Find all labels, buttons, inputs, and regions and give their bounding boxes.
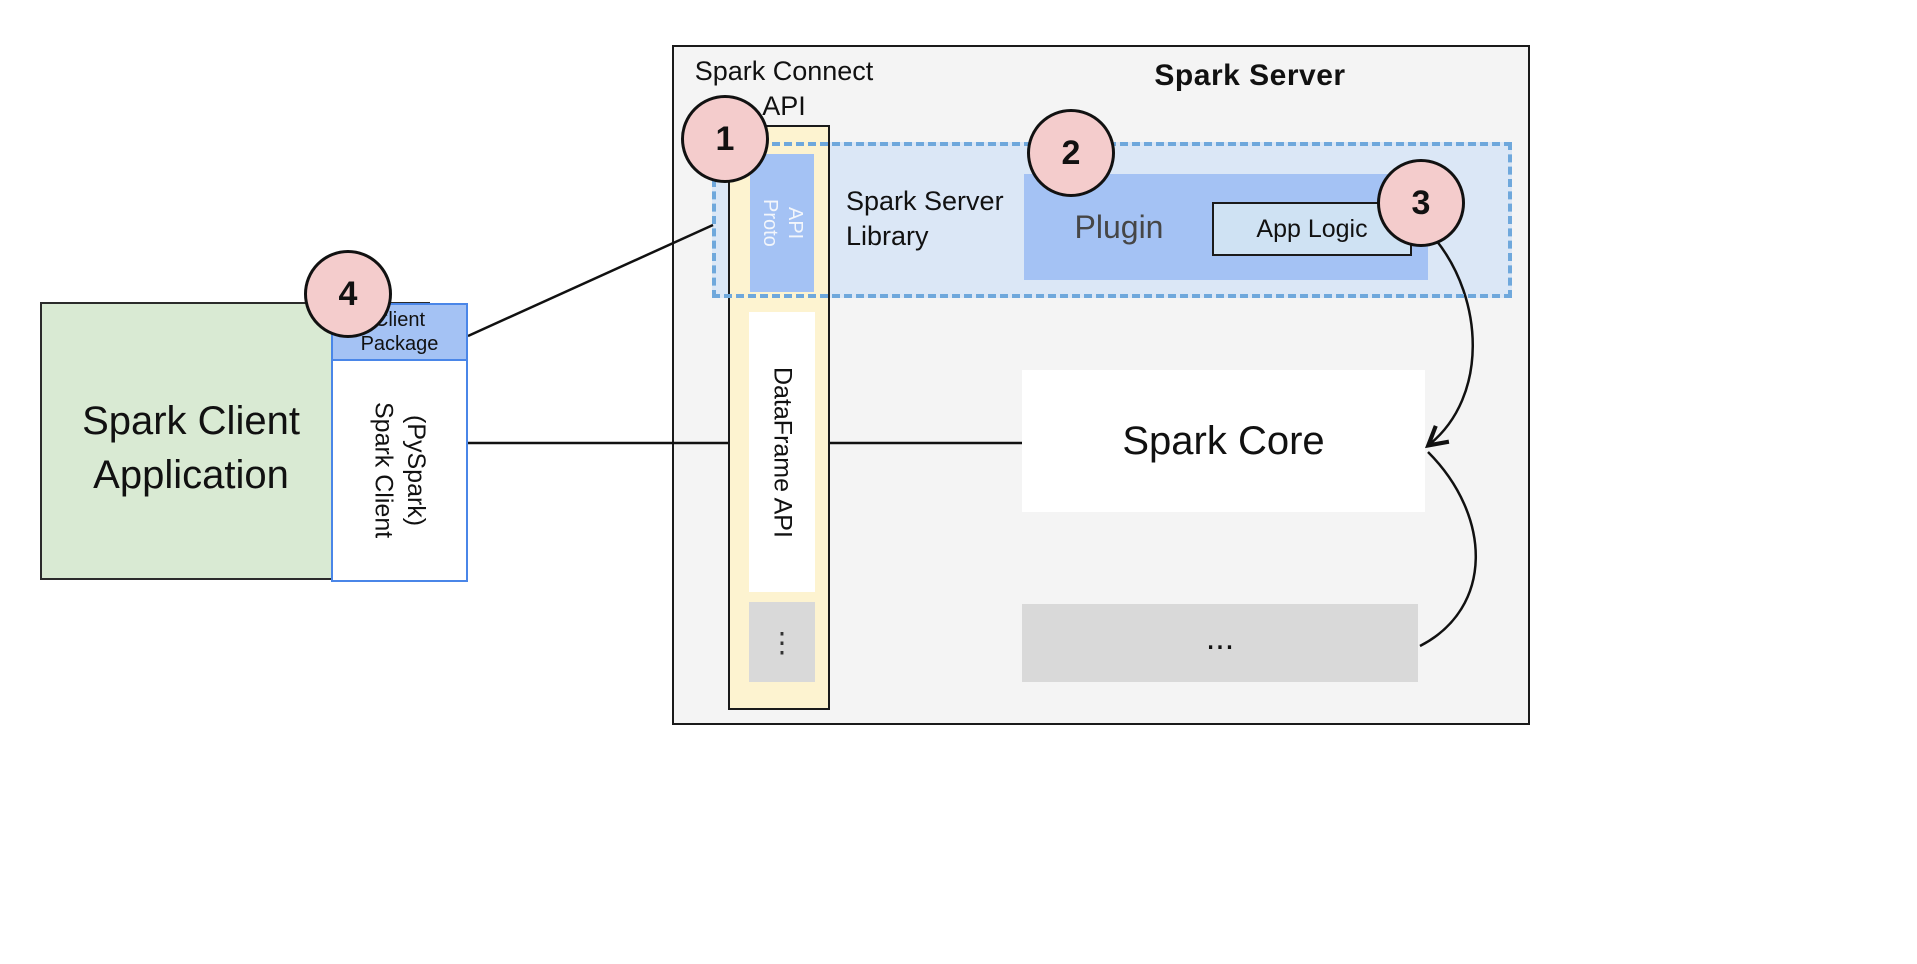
badge-1: 1 <box>681 95 769 183</box>
badge-3: 3 <box>1377 159 1465 247</box>
plugin-label: Plugin <box>1074 208 1164 245</box>
proto-api-label: Proto API <box>759 199 806 247</box>
badge-2: 2 <box>1027 109 1115 197</box>
client-package-header: Client Package <box>331 303 468 361</box>
spark-core-box: Spark Core <box>1022 370 1425 512</box>
server-more-label: ... <box>1205 618 1235 657</box>
spark-connect-api-label: Spark Connect API <box>694 55 874 121</box>
api-more-box: ⋮ <box>749 602 815 682</box>
plugin-box: Plugin App Logic <box>1024 174 1428 280</box>
spark-core-label: Spark Core <box>1122 418 1325 463</box>
badge-4: 4 <box>304 250 392 338</box>
dataframe-api-box: DataFrame API <box>749 312 815 592</box>
client-application-label: Spark Client Application <box>82 399 300 497</box>
server-library-label: Spark Server Library <box>846 186 1004 252</box>
app-logic-label: App Logic <box>1256 214 1368 243</box>
spark-client-box: Spark Client (PySpark) <box>331 359 468 582</box>
spark-client-label: Spark Client (PySpark) <box>369 402 431 539</box>
server-more-box: ... <box>1022 604 1418 682</box>
server-library-box: Spark Server Library Plugin App Logic <box>712 142 1512 298</box>
spark-server-title: Spark Server <box>1154 59 1346 92</box>
connect-api-stack: Proto API DataFrame API ⋮ <box>728 125 830 710</box>
api-more-label: ⋮ <box>768 626 796 658</box>
dataframe-api-label: DataFrame API <box>768 366 797 538</box>
proto-api-box: Proto API <box>750 154 814 292</box>
